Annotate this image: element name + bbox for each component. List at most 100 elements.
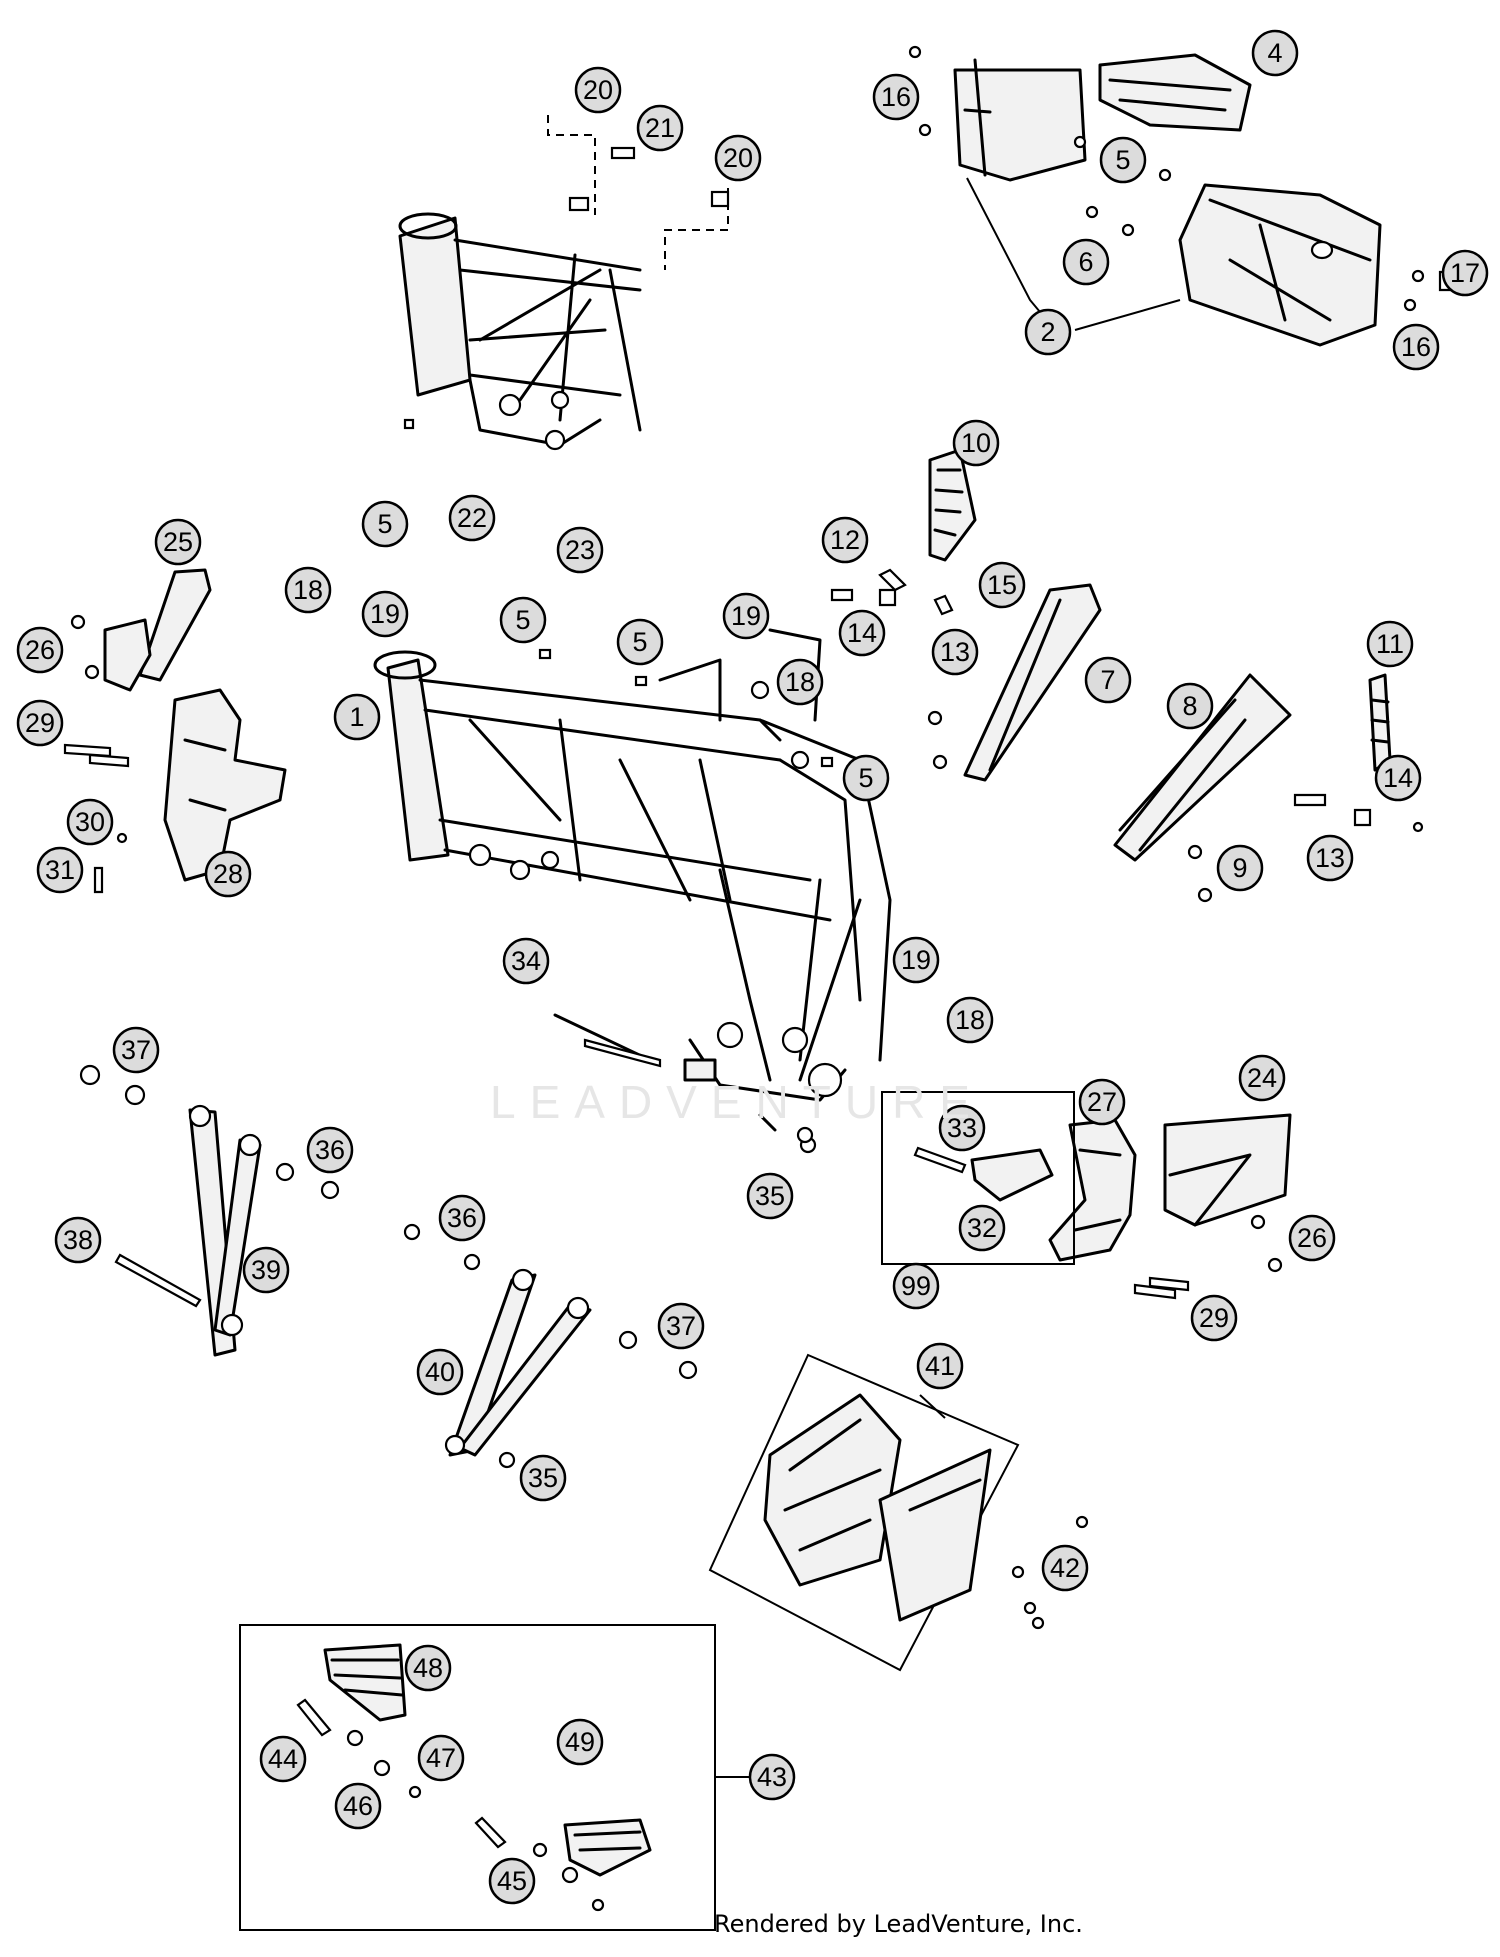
svg-text:49: 49 (565, 1727, 595, 1757)
watermark: LEADVENTURE (490, 1076, 984, 1128)
svg-text:30: 30 (75, 807, 105, 837)
callout-29a: 29 (16, 699, 64, 747)
svg-text:48: 48 (413, 1653, 443, 1683)
callout-5e: 5 (842, 754, 890, 802)
support-arms (79, 1064, 817, 1469)
svg-text:5: 5 (1115, 145, 1130, 175)
callout-20a: 20 (574, 66, 622, 114)
svg-text:18: 18 (293, 575, 323, 605)
svg-text:34: 34 (511, 946, 541, 976)
svg-text:46: 46 (343, 1791, 373, 1821)
callout-47: 47 (417, 1734, 465, 1782)
callout-18c: 18 (946, 996, 994, 1044)
callout-25: 25 (154, 518, 202, 566)
callout-34: 34 (502, 937, 550, 985)
svg-text:47: 47 (426, 1743, 456, 1773)
svg-text:25: 25 (163, 527, 193, 557)
left-footrest-bracket (63, 568, 662, 1068)
svg-text:17: 17 (1450, 258, 1480, 288)
callout-18a: 18 (284, 566, 332, 614)
svg-text:1: 1 (349, 702, 364, 732)
callout-4: 4 (1251, 29, 1299, 77)
svg-text:5: 5 (377, 509, 392, 539)
svg-text:4: 4 (1267, 38, 1282, 68)
callout-44: 44 (259, 1735, 307, 1783)
footpeg-kit (239, 1624, 750, 1931)
callout-38: 38 (54, 1216, 102, 1264)
callout-27: 27 (1078, 1078, 1126, 1126)
svg-text:19: 19 (731, 601, 761, 631)
callout-41: 41 (916, 1342, 964, 1390)
svg-text:16: 16 (1401, 332, 1431, 362)
callout-37b: 37 (657, 1302, 705, 1350)
frame-front-view (398, 115, 730, 451)
svg-text:26: 26 (25, 635, 55, 665)
svg-text:32: 32 (967, 1213, 997, 1243)
callout-33: 33 (938, 1104, 986, 1152)
callout-35b: 35 (519, 1454, 567, 1502)
svg-text:35: 35 (755, 1181, 785, 1211)
callout-19b: 19 (722, 592, 770, 640)
svg-text:8: 8 (1182, 691, 1197, 721)
svg-text:16: 16 (881, 82, 911, 112)
svg-text:18: 18 (785, 667, 815, 697)
svg-text:19: 19 (370, 599, 400, 629)
callout-37a: 37 (112, 1026, 160, 1074)
callout-5d: 5 (616, 618, 664, 666)
callout-17: 17 (1441, 249, 1489, 297)
callout-10: 10 (952, 419, 1000, 467)
svg-text:21: 21 (645, 113, 675, 143)
callout-36a: 36 (306, 1126, 354, 1174)
svg-text:36: 36 (447, 1203, 477, 1233)
callout-42: 42 (1041, 1544, 1089, 1592)
svg-text:38: 38 (63, 1225, 93, 1255)
callout-31: 31 (36, 846, 84, 894)
callout-49: 49 (556, 1718, 604, 1766)
callout-2: 2 (1024, 308, 1072, 356)
main-frame (373, 418, 892, 1132)
callout-5b: 5 (361, 500, 409, 548)
callout-22: 22 (448, 494, 496, 542)
svg-text:41: 41 (925, 1351, 955, 1381)
svg-text:10: 10 (961, 428, 991, 458)
svg-text:36: 36 (315, 1135, 345, 1165)
callout-29b: 29 (1190, 1294, 1238, 1342)
side-cover-assembly (908, 45, 1480, 347)
callout-5a: 5 (1099, 136, 1147, 184)
svg-text:28: 28 (213, 859, 243, 889)
callout-46: 46 (334, 1782, 382, 1830)
callout-36b: 36 (438, 1194, 486, 1242)
callout-12: 12 (821, 516, 869, 564)
callout-32: 32 (958, 1204, 1006, 1252)
callout-45: 45 (488, 1857, 536, 1905)
svg-text:39: 39 (251, 1255, 281, 1285)
callout-26a: 26 (16, 626, 64, 674)
svg-text:33: 33 (947, 1113, 977, 1143)
callout-99: 99 (892, 1262, 940, 1310)
callout-14b: 14 (1374, 754, 1422, 802)
callout-9: 9 (1216, 844, 1264, 892)
svg-text:20: 20 (723, 143, 753, 173)
callout-35a: 35 (746, 1172, 794, 1220)
callout-16a: 16 (872, 73, 920, 121)
svg-text:14: 14 (847, 618, 877, 648)
callout-39: 39 (242, 1246, 290, 1294)
callout-14a: 14 (838, 609, 886, 657)
callout-16b: 16 (1392, 323, 1440, 371)
svg-text:19: 19 (901, 945, 931, 975)
svg-text:27: 27 (1087, 1087, 1117, 1117)
svg-text:29: 29 (25, 708, 55, 738)
callout-1: 1 (333, 693, 381, 741)
svg-text:11: 11 (1376, 629, 1404, 659)
svg-text:37: 37 (121, 1035, 151, 1065)
callout-19c: 19 (892, 936, 940, 984)
svg-text:2: 2 (1040, 317, 1055, 347)
callout-8: 8 (1166, 682, 1214, 730)
callout-23: 23 (556, 526, 604, 574)
svg-text:5: 5 (632, 627, 647, 657)
svg-text:5: 5 (858, 763, 873, 793)
svg-text:5: 5 (515, 605, 530, 635)
callout-26b: 26 (1288, 1214, 1336, 1262)
callout-5c: 5 (499, 596, 547, 644)
